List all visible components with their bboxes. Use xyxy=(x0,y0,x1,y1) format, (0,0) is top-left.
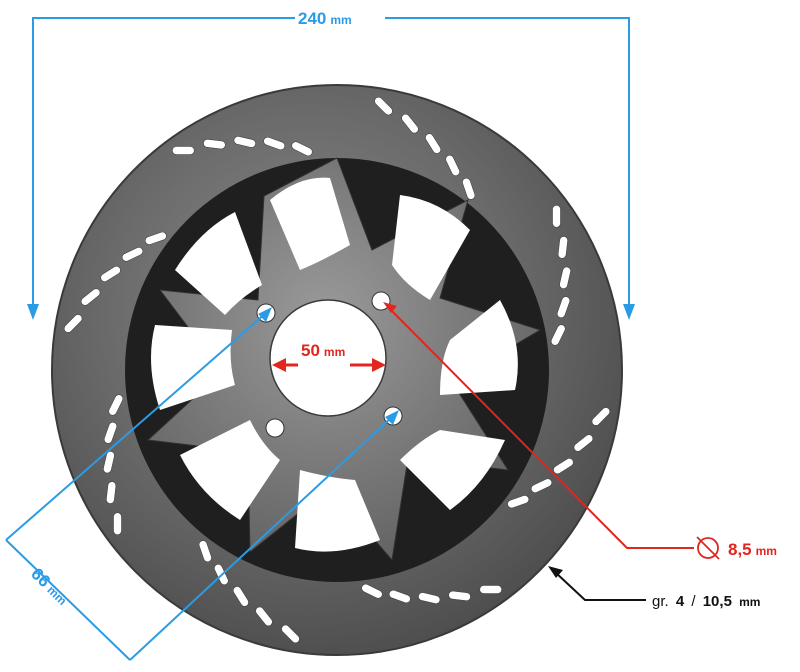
disc-window xyxy=(175,212,262,315)
ventilation-slot xyxy=(281,624,300,644)
ventilation-slot xyxy=(557,236,568,259)
center-bore-value: 50 xyxy=(301,341,320,360)
ventilation-slot xyxy=(559,266,571,289)
ventilation-slot xyxy=(479,585,503,594)
arrow-head-icon xyxy=(27,304,39,320)
arrow-head-icon xyxy=(258,307,272,322)
outer-diameter-value: 240 xyxy=(298,9,326,28)
arrow-head-icon xyxy=(372,358,386,372)
arrow-head-icon xyxy=(623,304,635,320)
ventilation-slot xyxy=(103,451,115,474)
ventilation-slot xyxy=(121,246,144,262)
thickness-unit: mm xyxy=(739,595,760,609)
disc-window xyxy=(270,177,350,270)
svg-text:66mm: 66mm xyxy=(27,564,72,608)
ventilation-slot xyxy=(291,141,313,157)
ventilation-slot xyxy=(263,136,286,151)
ventilation-slot xyxy=(232,586,249,607)
ventilation-slot xyxy=(573,434,594,452)
disc-window xyxy=(440,300,518,395)
ventilation-slot xyxy=(401,113,419,134)
disc-windows xyxy=(151,177,518,552)
ventilation-slot xyxy=(556,296,571,319)
svg-text:gr. 4 / 10,5: gr. 4 / 10,5 mm xyxy=(652,593,760,610)
ventilation-slot xyxy=(203,139,226,150)
ventilation-slot xyxy=(108,394,124,416)
outer-diameter-dimension: 240 mm xyxy=(27,9,635,320)
ventilation-slot xyxy=(198,540,212,563)
bolt-hole xyxy=(371,291,391,311)
center-bore-dimension: 50 mm xyxy=(272,341,386,372)
ventilation-slot xyxy=(530,478,553,494)
thickness-separator: / xyxy=(691,593,696,610)
ventilation-slot xyxy=(388,589,411,604)
bolt-hole-unit: mm xyxy=(756,544,777,558)
disc-window xyxy=(392,195,470,300)
arrow-head-icon xyxy=(383,302,397,313)
thickness-prefix: gr. xyxy=(652,593,669,610)
ventilation-slot xyxy=(172,146,195,155)
arrow-head-icon xyxy=(548,566,563,578)
outer-diameter-unit: mm xyxy=(330,13,351,27)
arrow-head-icon xyxy=(385,410,399,425)
thickness-max: 10,5 xyxy=(703,593,732,610)
ventilation-slot xyxy=(552,205,561,228)
ventilation-slot xyxy=(103,421,118,444)
ventilation-slot xyxy=(255,606,273,627)
ventilation-slot xyxy=(425,133,442,154)
bolt-hole-dimension: 8,5 mm xyxy=(383,302,777,560)
ventilation-slot xyxy=(100,265,121,282)
ventilation-slot xyxy=(113,512,122,536)
ventilation-slot xyxy=(63,314,83,333)
ventilation-slot xyxy=(80,288,101,306)
thickness-dimension: gr. 4 / 10,5 mm xyxy=(548,566,760,610)
ventilation-slot xyxy=(591,407,611,426)
ventilation-slot xyxy=(550,324,566,346)
ventilation-slot xyxy=(448,590,471,601)
ventilation-slot xyxy=(374,96,393,116)
ventilation-slot xyxy=(361,583,383,599)
ventilation-slot xyxy=(507,495,530,509)
center-bore-unit: mm xyxy=(324,345,345,359)
bolt-circle-unit: mm xyxy=(44,583,69,608)
ventilation-slot xyxy=(106,481,117,504)
arrow-head-icon xyxy=(272,358,286,372)
ventilation-slot xyxy=(233,136,256,148)
disc-window xyxy=(180,420,280,520)
svg-text:8,5mm: 8,5 mm xyxy=(728,540,777,559)
disc-window xyxy=(295,470,380,552)
disc-window xyxy=(151,325,235,410)
disc-window xyxy=(400,430,505,510)
center-bore xyxy=(269,299,387,417)
bolt-hole xyxy=(265,418,285,438)
ventilation-slot xyxy=(553,458,574,475)
diameter-symbol-icon xyxy=(696,536,720,560)
bolt-hole-value: 8,5 xyxy=(728,540,752,559)
ventilation-slot xyxy=(418,592,441,604)
brake-disc xyxy=(51,84,623,656)
ventilation-slot xyxy=(144,231,167,245)
ventilation-slot xyxy=(462,177,476,200)
ventilation-slot xyxy=(445,154,461,177)
thickness-min: 4 xyxy=(676,593,685,610)
